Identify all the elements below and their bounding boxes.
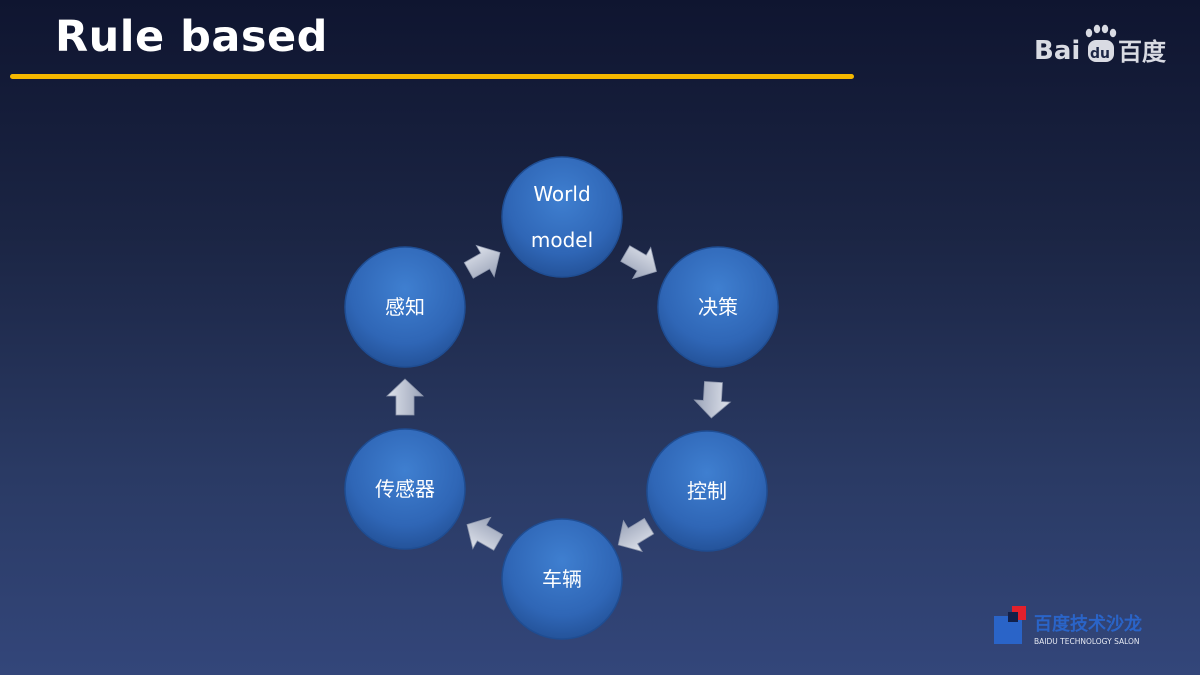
baidu-logo-du: du [1090, 46, 1110, 62]
node-circle [646, 430, 768, 552]
node-label: 控制 [687, 479, 727, 503]
arrows-layer [385, 244, 732, 553]
node-label: 感知 [385, 295, 425, 319]
node-perception: 感知 [344, 246, 466, 368]
node-circle [501, 518, 623, 640]
node-circle [344, 246, 466, 368]
node-label: 传感器 [375, 477, 435, 501]
node-circle [501, 156, 623, 278]
cycle-arrow-icon [693, 381, 732, 419]
node-circle [657, 246, 779, 368]
salon-logo-latin: BAIDU TECHNOLOGY SALON [1034, 637, 1140, 646]
cycle-arrow-icon [620, 245, 657, 280]
node-vehicle: 车辆 [501, 518, 623, 640]
node-control: 控制 [646, 430, 768, 552]
baidu-logo: Bai du 百度 [1034, 24, 1167, 66]
cycle-arrow-icon [385, 378, 425, 416]
salon-logo-cjk: 百度技术沙龙 [1034, 613, 1142, 635]
cycle-arrow-icon [466, 516, 504, 551]
node-sensor: 传感器 [344, 428, 466, 550]
slide-title: Rule based [55, 12, 328, 62]
node-label: model [531, 228, 593, 252]
node-label: 车辆 [542, 567, 582, 591]
title-underline [10, 74, 854, 79]
salon-mark-icon [994, 606, 1026, 644]
salon-logo: 百度技术沙龙 BAIDU TECHNOLOGY SALON [994, 606, 1142, 646]
cycle-arrow-icon [617, 517, 655, 553]
cycle-arrow-icon [463, 244, 501, 279]
baidu-logo-cjk: 百度 [1118, 38, 1167, 66]
paw-icon [1085, 24, 1117, 62]
node-label: 决策 [698, 295, 738, 319]
node-label: World [533, 182, 590, 206]
node-world: World model [501, 156, 623, 278]
node-circle [344, 428, 466, 550]
baidu-logo-latin: Bai [1034, 36, 1080, 66]
node-decision: 决策 [657, 246, 779, 368]
